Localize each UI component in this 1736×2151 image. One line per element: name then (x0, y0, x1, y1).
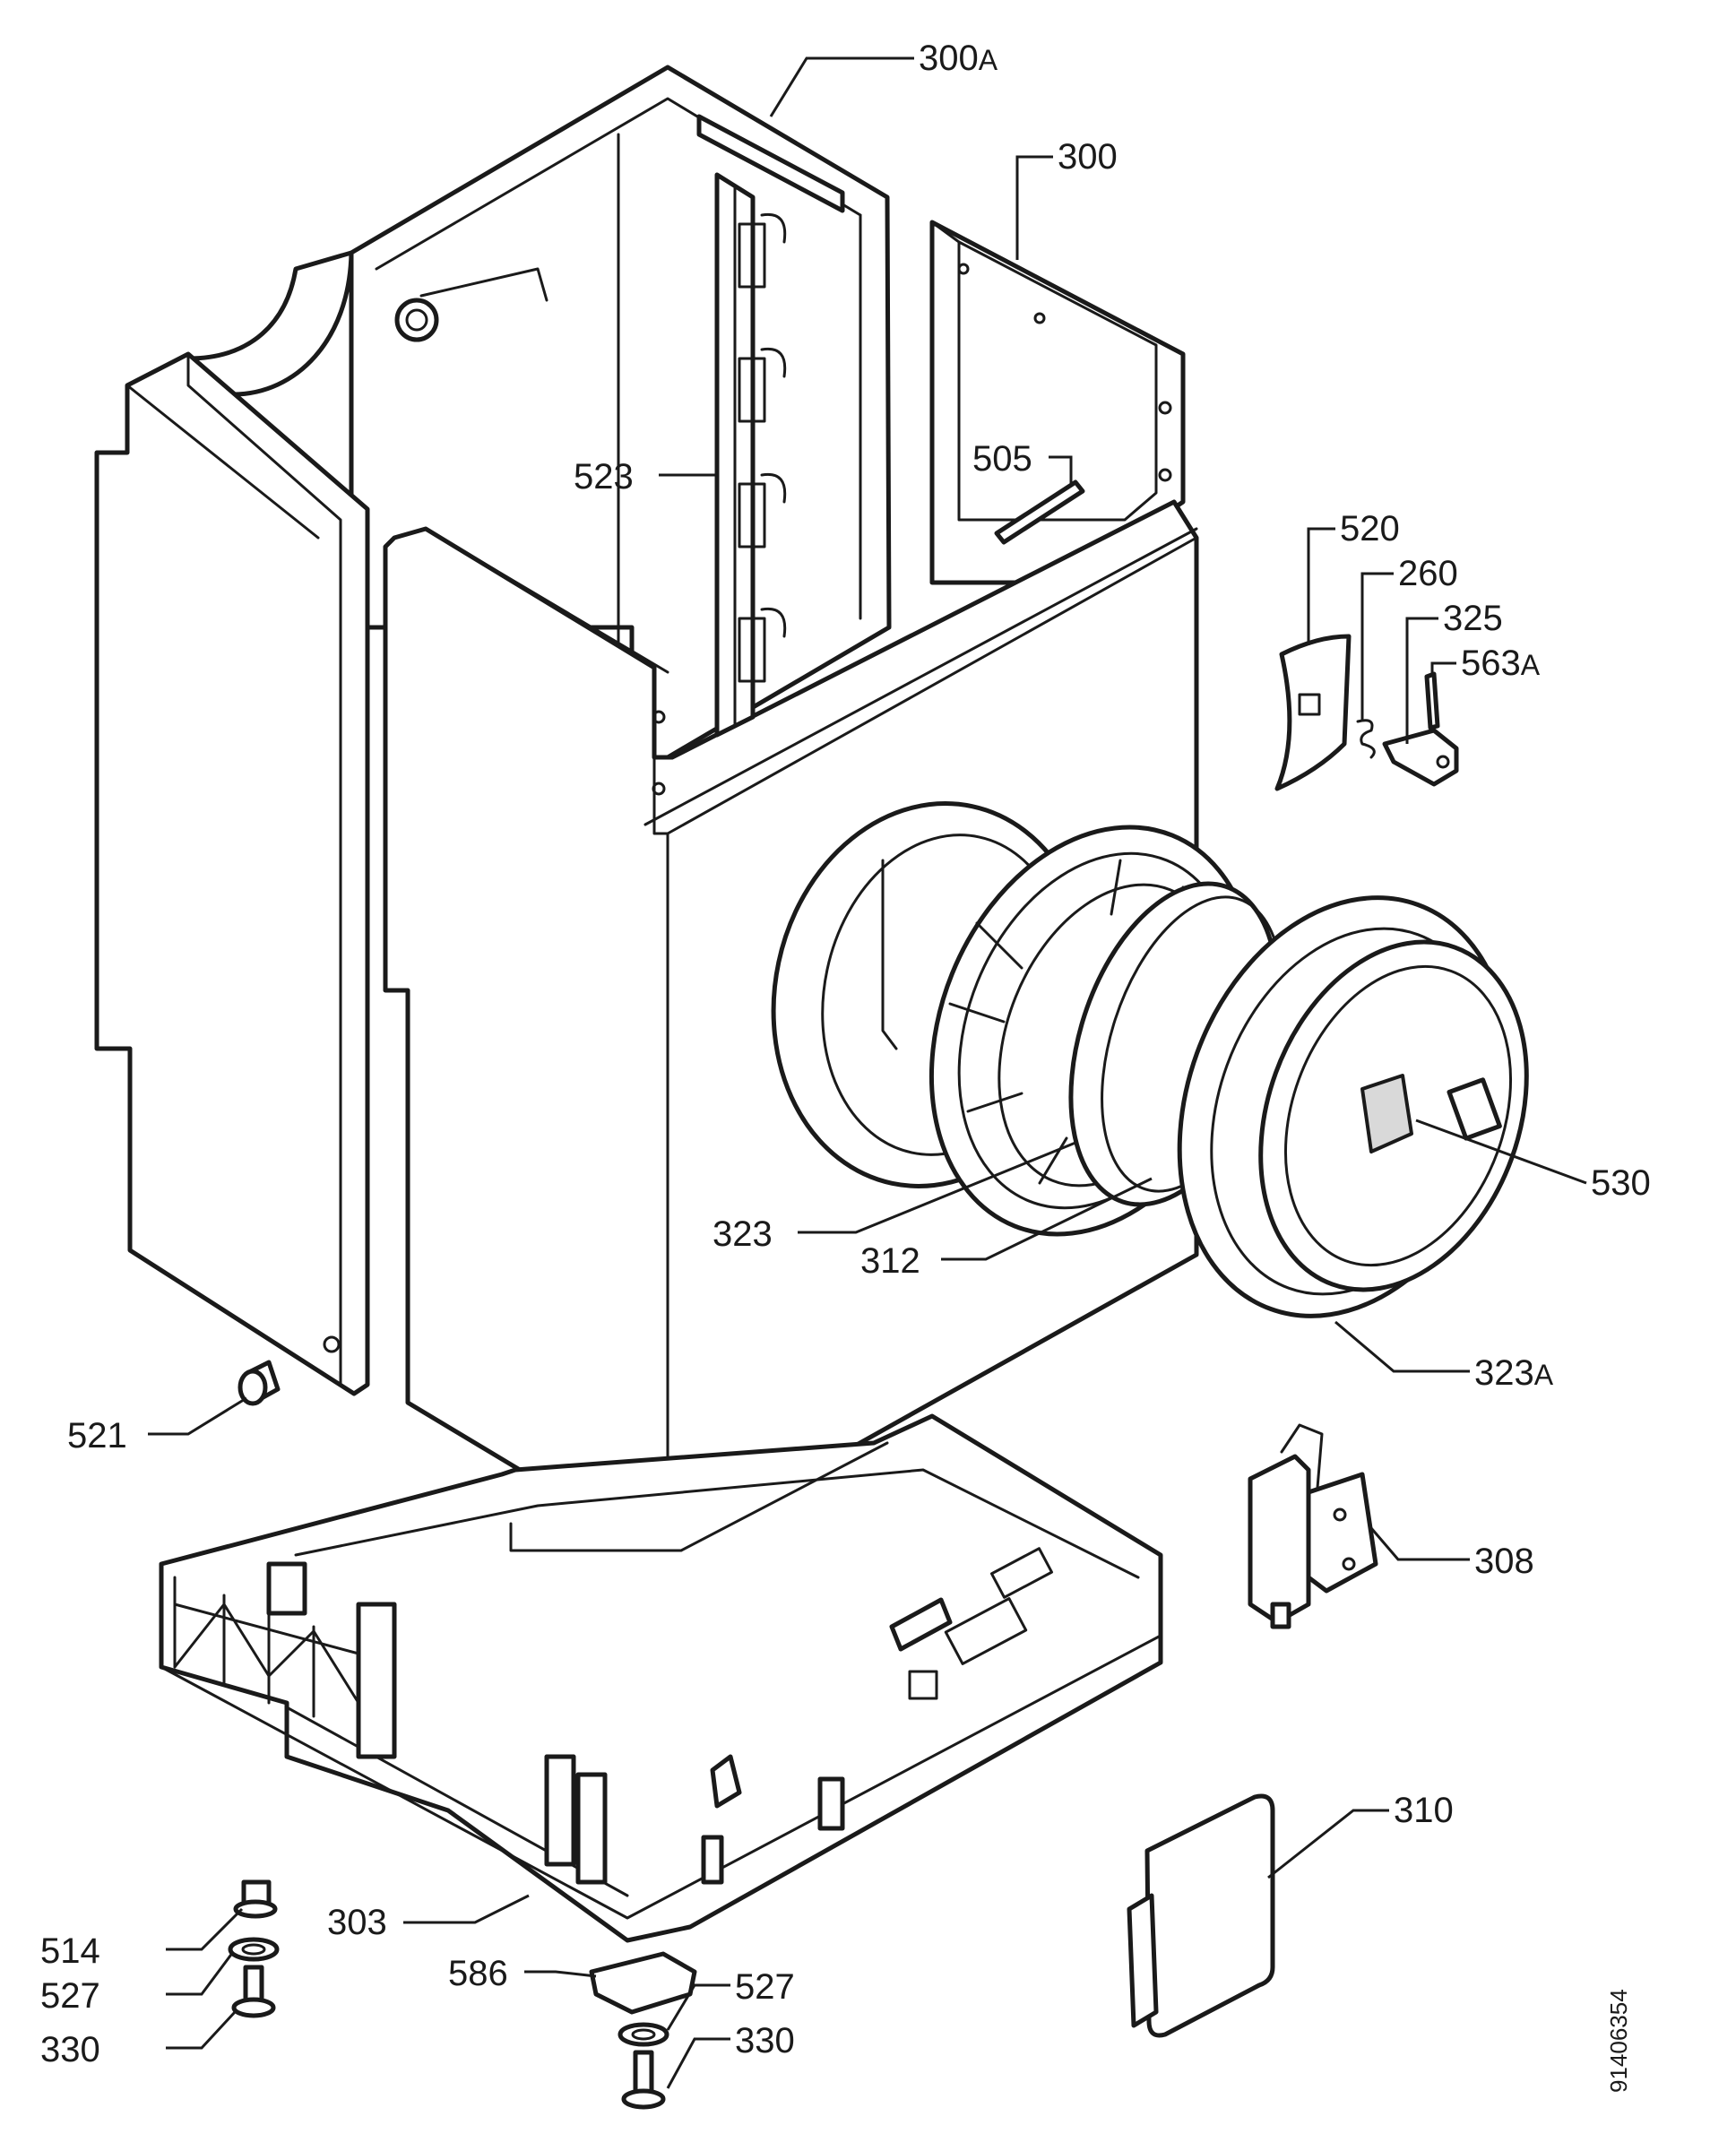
label-330-left: 330 (40, 2030, 100, 2069)
label-number: 310 (1394, 1791, 1454, 1830)
rod-part (994, 479, 1085, 545)
label-suffix: A (1534, 1359, 1554, 1391)
label-310: 310 (1394, 1791, 1454, 1830)
label-260: 260 (1398, 554, 1458, 593)
label-303: 303 (327, 1903, 387, 1942)
leader-lines (148, 56, 1587, 2089)
label-505: 505 (972, 439, 1032, 479)
label-number: 260 (1398, 554, 1458, 593)
label-323a: 323A (1474, 1353, 1554, 1393)
foot-parts-left (228, 1879, 280, 2018)
label-number: 308 (1474, 1542, 1534, 1581)
label-530: 530 (1591, 1163, 1651, 1203)
label-308: 308 (1474, 1542, 1534, 1581)
cover-part (1127, 1793, 1275, 2038)
label-300a: 300A (919, 39, 998, 78)
label-number: 527 (40, 1976, 100, 2016)
reference-code: 91406354 (1605, 1989, 1632, 2093)
label-suffix: A (1521, 649, 1541, 681)
label-523: 523 (574, 457, 634, 497)
label-number: 530 (1591, 1163, 1651, 1203)
screw-521-part (238, 1360, 281, 1406)
label-number: 523 (574, 457, 634, 497)
label-330-right: 330 (735, 2021, 795, 2060)
label-300: 300 (1058, 137, 1118, 177)
label-number: 323 (713, 1214, 773, 1254)
label-521: 521 (67, 1416, 127, 1456)
label-514: 514 (40, 1931, 100, 1971)
label-number: 586 (448, 1954, 508, 1993)
label-number: 325 (1443, 599, 1503, 638)
label-number: 330 (735, 2021, 795, 2060)
label-number: 527 (735, 1967, 795, 2007)
label-586: 586 (448, 1954, 508, 1993)
label-520: 520 (1340, 509, 1400, 549)
left-side-panel (94, 351, 370, 1396)
label-number: 312 (860, 1241, 920, 1281)
label-number: 330 (40, 2030, 100, 2069)
foot-parts-right (589, 1951, 697, 2110)
label-number: 520 (1340, 509, 1400, 549)
label-number: 303 (327, 1903, 387, 1942)
hinge-part (1248, 1423, 1378, 1629)
label-number: 300 (1058, 137, 1118, 177)
latch-parts (1274, 634, 1459, 791)
label-527-right: 527 (735, 1967, 795, 2007)
label-number: 300 (919, 39, 979, 78)
label-number: 514 (40, 1931, 100, 1971)
label-563a: 563A (1461, 644, 1541, 683)
label-suffix: A (979, 44, 998, 76)
label-number: 563 (1461, 644, 1521, 683)
door-assembly-part (1177, 895, 1529, 1318)
part-labels: 300A 300 523 505 520 260 325 563A 530 32… (40, 39, 1651, 2069)
right-frame-part (929, 220, 1186, 585)
label-312: 312 (860, 1241, 920, 1281)
label-number: 323 (1474, 1353, 1534, 1393)
base-frame-part (159, 1413, 1163, 1943)
label-527-left: 527 (40, 1976, 100, 2016)
label-number: 521 (67, 1416, 127, 1456)
rail-part (714, 172, 787, 738)
label-number: 505 (972, 439, 1032, 479)
label-323: 323 (713, 1214, 773, 1254)
label-325: 325 (1443, 599, 1503, 638)
